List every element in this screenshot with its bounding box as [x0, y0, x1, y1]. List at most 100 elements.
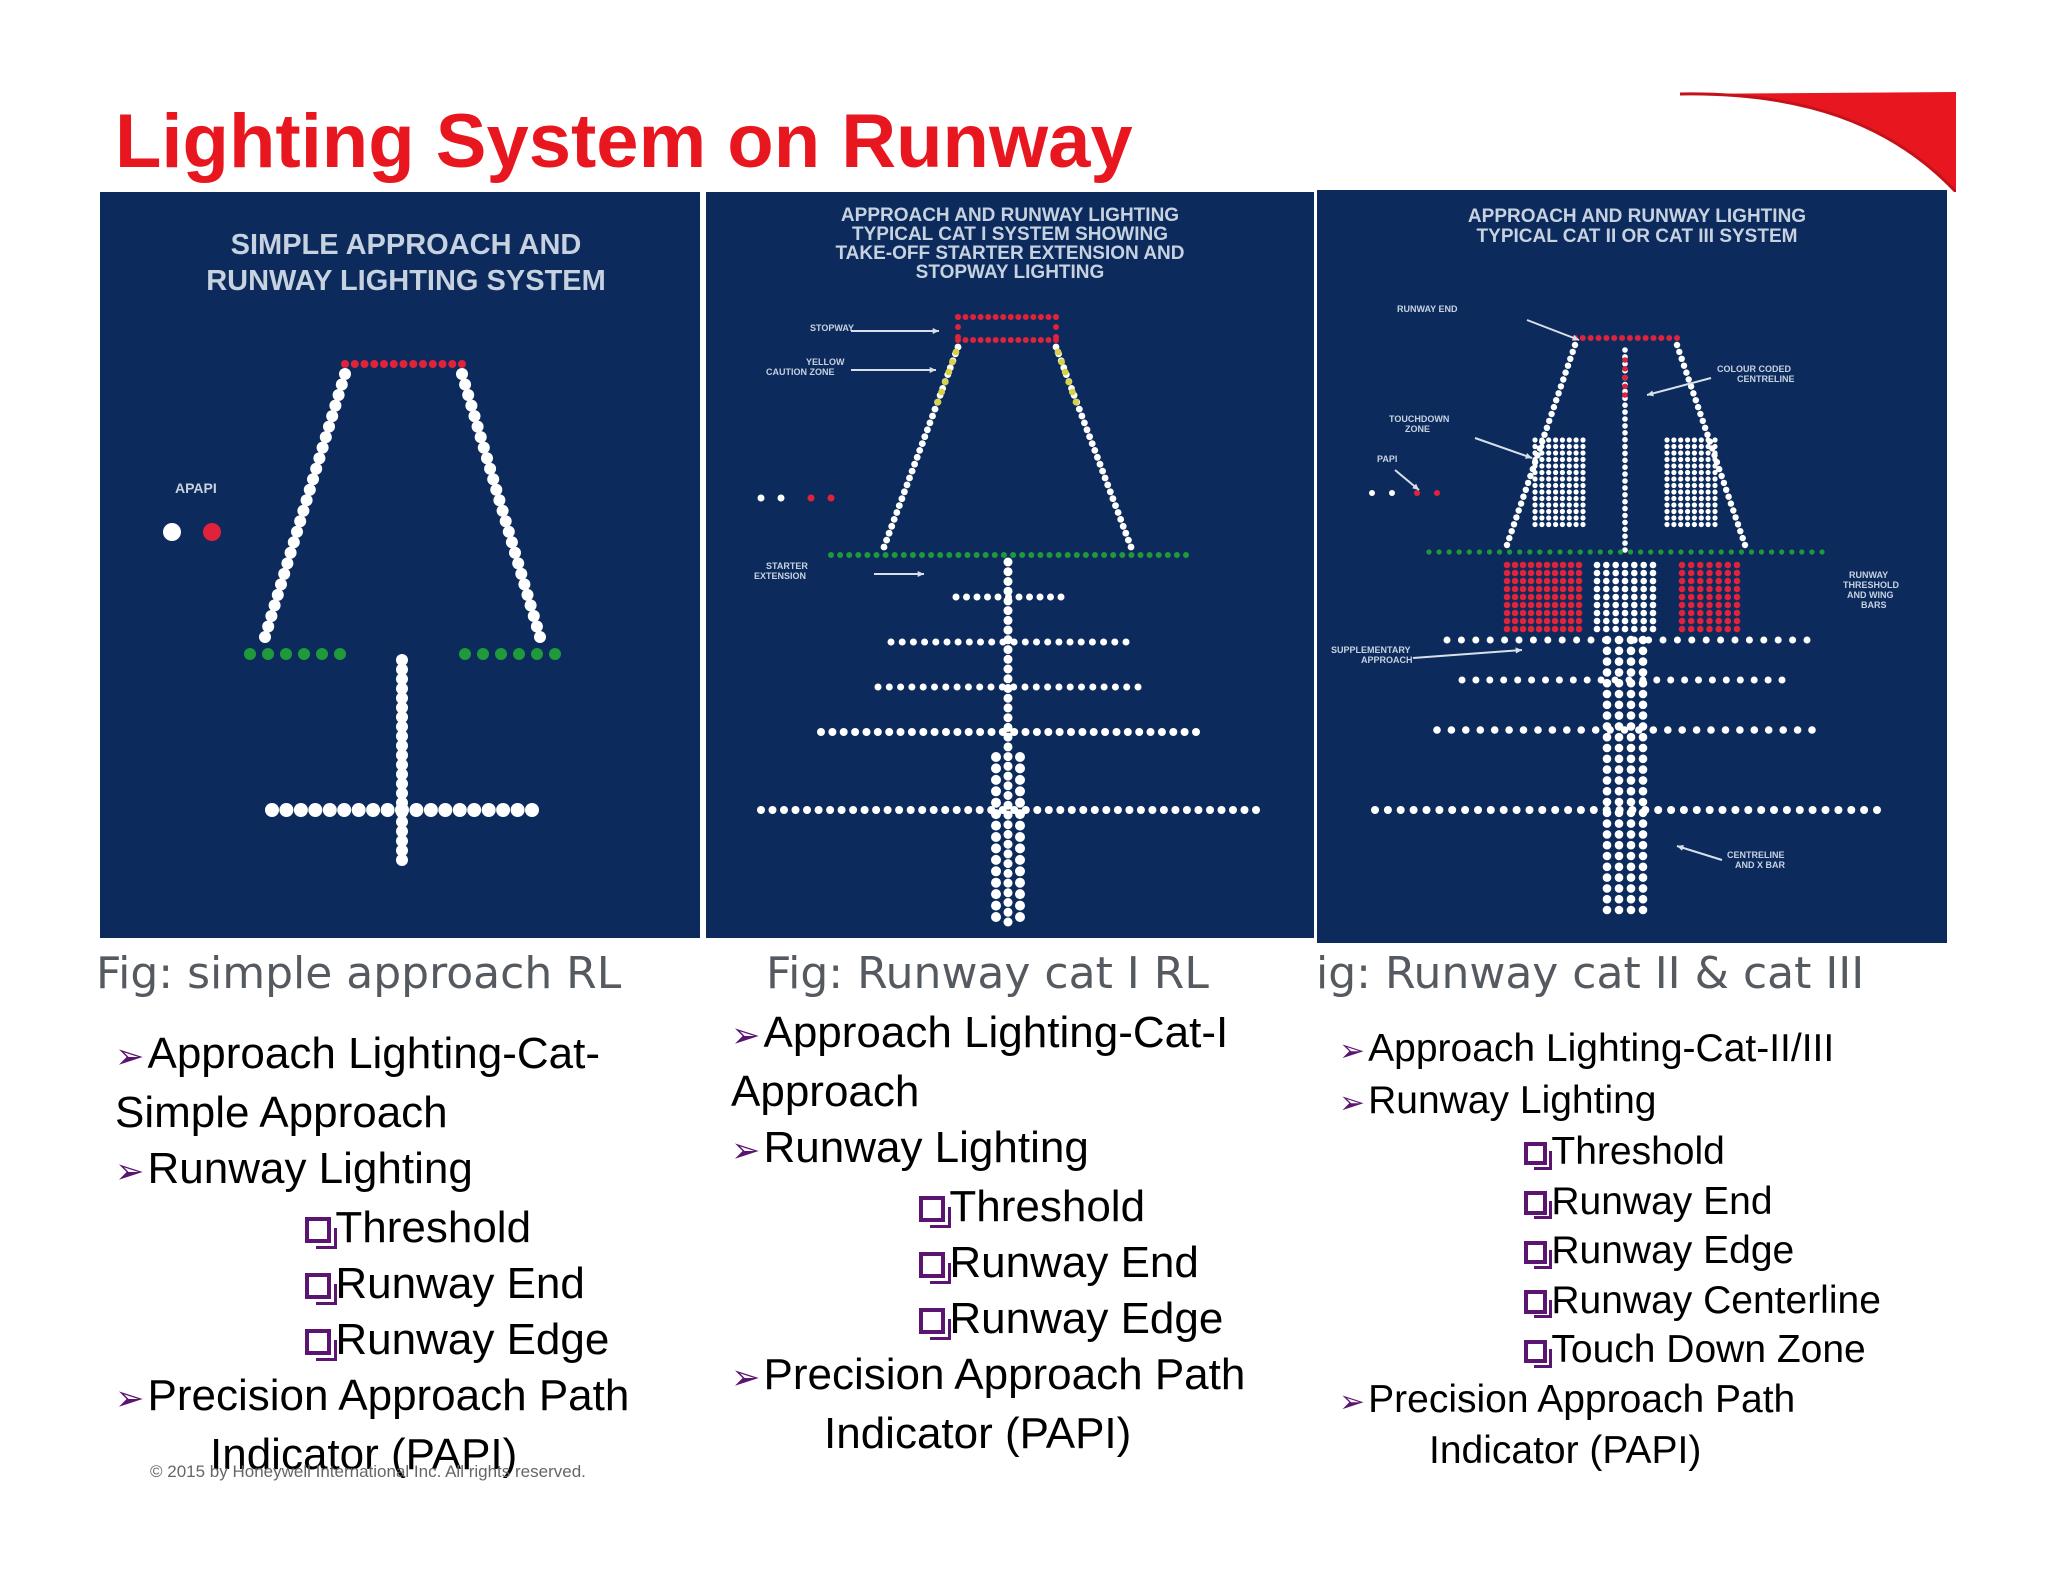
starter-extension-light [1003, 586, 1013, 596]
red-barrette-light [1575, 577, 1583, 585]
crossbar-light [351, 803, 366, 817]
approach-centreline-light [1638, 700, 1648, 710]
arrowhead-icon [932, 327, 939, 335]
crossbar-light [337, 803, 352, 817]
runway-edge-light [1119, 522, 1127, 530]
touchdown-zone-light [1546, 437, 1552, 443]
touchdown-zone-light [1691, 502, 1697, 508]
touchdown-zone-light [1573, 443, 1579, 450]
approach-centreline-light [1614, 894, 1624, 904]
touchdown-zone-light [1678, 450, 1684, 456]
runway-end-light [1650, 335, 1657, 341]
touchdown-zone-light [1559, 450, 1565, 456]
threshold-light [1028, 552, 1035, 558]
crossbar-light [1551, 806, 1560, 814]
approach-barrette-light [1631, 601, 1638, 609]
centreline-light [1622, 519, 1628, 526]
threshold-light [1082, 552, 1089, 558]
crossbar-light [1252, 806, 1260, 814]
red-barrette-light [1575, 625, 1583, 633]
red-barrette-light [1535, 585, 1543, 593]
centreline-light [1622, 512, 1628, 519]
crossbar-light [1708, 676, 1716, 684]
touchdown-zone-light [1685, 515, 1691, 521]
crossbar-light [510, 803, 525, 817]
runway-edge-light [319, 431, 332, 444]
approach-barrette-light [991, 889, 1001, 900]
runway-edge-light [1515, 507, 1522, 514]
crossbar-light [265, 803, 279, 817]
approach-barrette-light [1015, 889, 1025, 900]
crossbar-light [1558, 636, 1566, 644]
approach-barrette-light [1649, 593, 1657, 601]
approach-centreline-light [1638, 635, 1648, 645]
copyright-footer: © 2015 by Honeywell International Inc. A… [150, 1462, 586, 1481]
touchdown-zone-light [1580, 508, 1586, 515]
runway-edge-light [1741, 541, 1749, 549]
approach-centreline-light [1614, 905, 1624, 915]
crossbar-light [885, 728, 894, 736]
crossbar-light [964, 728, 973, 736]
red-barrette-light [1527, 625, 1535, 633]
crossbar-light [1461, 806, 1470, 814]
crossbar-light [1217, 806, 1226, 814]
stopway-light [1037, 314, 1044, 320]
arrowhead-icon [929, 366, 936, 374]
crossbar-light [1157, 728, 1166, 736]
approach-barrette-light [1621, 617, 1629, 625]
crossbar-light [1847, 806, 1856, 814]
runway-end-light [1595, 335, 1602, 341]
runway-edge-light [1555, 390, 1562, 397]
red-barrette-light [1733, 569, 1741, 577]
touchdown-zone-light [1553, 463, 1559, 469]
touchdown-zone-light [1580, 463, 1586, 469]
colour-coded-label: CENTRELINE [1737, 374, 1795, 384]
approach-barrette-light [1612, 609, 1619, 617]
red-barrette-light [1519, 609, 1527, 617]
note-line: ➢Runway Lighting [115, 1141, 629, 1200]
approach-barrette-light [991, 786, 1001, 797]
touchdown-zone-light [1705, 508, 1711, 515]
runway-edge-light [903, 481, 911, 489]
runway-edge-light [913, 453, 921, 461]
red-barrette-light [1511, 625, 1519, 633]
touchdown-zone-light [1532, 508, 1538, 515]
touchdown-zone-light [1705, 437, 1711, 443]
red-barrette-light [1697, 561, 1704, 569]
approach-barrette-light [1640, 625, 1647, 633]
threshold-light [1799, 549, 1805, 555]
crossbar-light [1659, 636, 1667, 644]
runway-edge-light [323, 420, 335, 433]
touchdown-zone-light [1580, 489, 1586, 495]
touchdown-zone-light [1678, 495, 1684, 502]
crossbar-light [943, 638, 951, 646]
touchdown-zone-light [1685, 476, 1691, 482]
touchdown-zone-light [1559, 489, 1565, 495]
crossbar-light [1577, 726, 1585, 734]
approach-barrette-light [1603, 601, 1610, 609]
touchdown-zone-light [1685, 456, 1691, 463]
approach-barrette-light [1649, 569, 1657, 577]
crossbar-light [1667, 806, 1676, 814]
runway-edge-light [1739, 534, 1746, 542]
crossbar-light [1529, 636, 1537, 644]
note-line: ➢Runway Lighting [1339, 1076, 1881, 1128]
touchdown-zone-light [1580, 476, 1586, 482]
touchdown-zone-light [1705, 515, 1711, 521]
red-barrette-light [1519, 561, 1527, 569]
touchdown-zone-light [1539, 495, 1545, 502]
arrow-bullet-icon: ➢ [731, 1358, 761, 1397]
touchdown-zone-light [1685, 495, 1691, 502]
touchdown-zone-light [1698, 495, 1704, 502]
crossbar-light [918, 806, 927, 814]
runway-end-light [1611, 335, 1618, 341]
approach-centreline-light [1602, 830, 1612, 839]
threshold-light [1728, 549, 1734, 555]
papi-light [757, 494, 765, 502]
approach-barrette-light [1649, 577, 1657, 585]
red-barrette-light [1543, 569, 1551, 577]
note-text: Indicator (PAPI) [210, 1430, 518, 1479]
touchdown-zone-light [1573, 463, 1579, 469]
approach-centreline-light [396, 692, 408, 705]
red-barrette-light [1567, 617, 1575, 625]
